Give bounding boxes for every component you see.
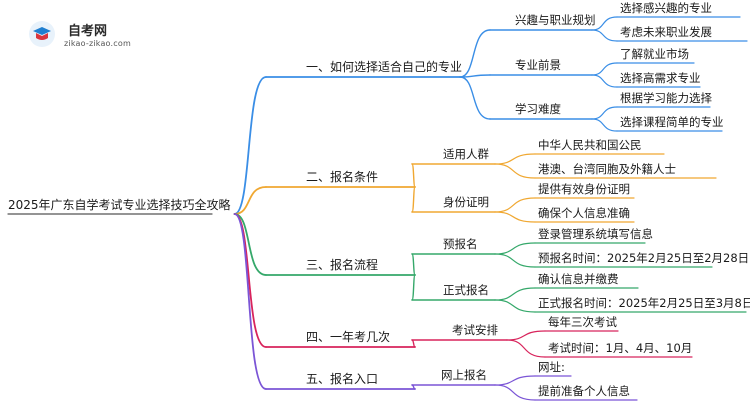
group-label: 预报名 [443,237,478,251]
leaf-label: 网址: [538,360,565,374]
group-label: 专业前景 [515,58,561,72]
branch-label: 二、报名条件 [306,169,378,184]
root-topic: 2025年广东自学考试专业选择技巧全攻略 [8,197,231,212]
leaf-connector [494,299,536,313]
group-connector [411,253,416,276]
leaf-connector [591,74,618,88]
branch-connector [233,213,267,276]
branch-connector [233,76,267,215]
group-connector [411,163,416,188]
branch-connector [233,213,267,390]
group-label: 正式报名 [443,283,489,297]
leaf-label: 每年三次考试 [548,315,617,329]
group-label: 网上报名 [441,368,487,382]
branch-label: 四、一年考几次 [306,330,390,344]
leaf-connector [494,197,536,213]
group-connector [459,74,491,78]
leaf-label: 了解就业市场 [620,47,689,61]
leaf-connector [506,339,546,358]
branch-label: 三、报名流程 [306,257,378,272]
leaf-label: 考虑未来职业发展 [620,25,712,39]
site-logo: 自考网 zikao-zikao.com [28,18,148,52]
group-connector [459,29,491,78]
leaf-label: 选择感兴趣的专业 [620,1,712,15]
leaf-label: 选择高需求专业 [620,71,701,85]
leaf-label: 确认信息并缴费 [538,272,619,286]
group-label: 考试安排 [452,323,498,337]
group-connector [411,339,416,348]
group-connector [411,274,416,301]
leaf-connector [494,211,536,223]
leaf-connector [494,153,536,165]
leaf-connector [591,16,618,31]
leaf-connector [494,253,536,268]
graduation-cap-icon [29,21,55,47]
leaf-label: 正式报名时间：2025年2月25日至3月8日 [538,296,750,310]
leaf-label: 确保个人信息准确 [538,206,630,220]
group-connector [411,186,416,213]
leaf-label: 登录管理系统填写信息 [538,227,653,241]
leaf-label: 提前准备个人信息 [538,384,630,398]
group-label: 学习难度 [515,102,561,116]
leaf-label: 提供有效身份证明 [538,182,630,196]
leaf-label: 选择课程简单的专业 [620,115,724,129]
logo-title: 自考网 [68,24,108,39]
leaf-connector [494,384,536,401]
leaf-label: 根据学习能力选择 [620,91,712,105]
leaf-label: 考试时间：1月、4月、10月 [548,341,692,355]
group-connector [459,76,491,120]
branch-label: 一、如何选择适合自己的专业 [306,59,462,74]
leaf-connector [591,29,618,42]
leaf-connector [494,287,536,301]
leaf-connector [591,118,618,132]
leaf-label: 预报名时间：2025年2月25日至2月28日 [538,251,749,265]
group-label: 兴趣与职业规划 [515,13,596,27]
leaf-connector [494,163,536,179]
group-label: 身份证明 [443,195,489,209]
leaf-connector [494,375,536,386]
logo-url: zikao-zikao.com [64,39,131,48]
leaf-label: 港澳、台湾同胞及外籍人士 [538,162,676,176]
leaf-connector [506,330,546,341]
leaf-connector [591,106,618,120]
branch-connector [233,186,267,215]
branch-label: 五、报名入口 [306,371,378,386]
leaf-connector [494,242,536,255]
group-label: 适用人群 [443,147,489,161]
leaf-connector [591,62,618,76]
leaf-label: 中华人民共和国公民 [538,138,642,152]
